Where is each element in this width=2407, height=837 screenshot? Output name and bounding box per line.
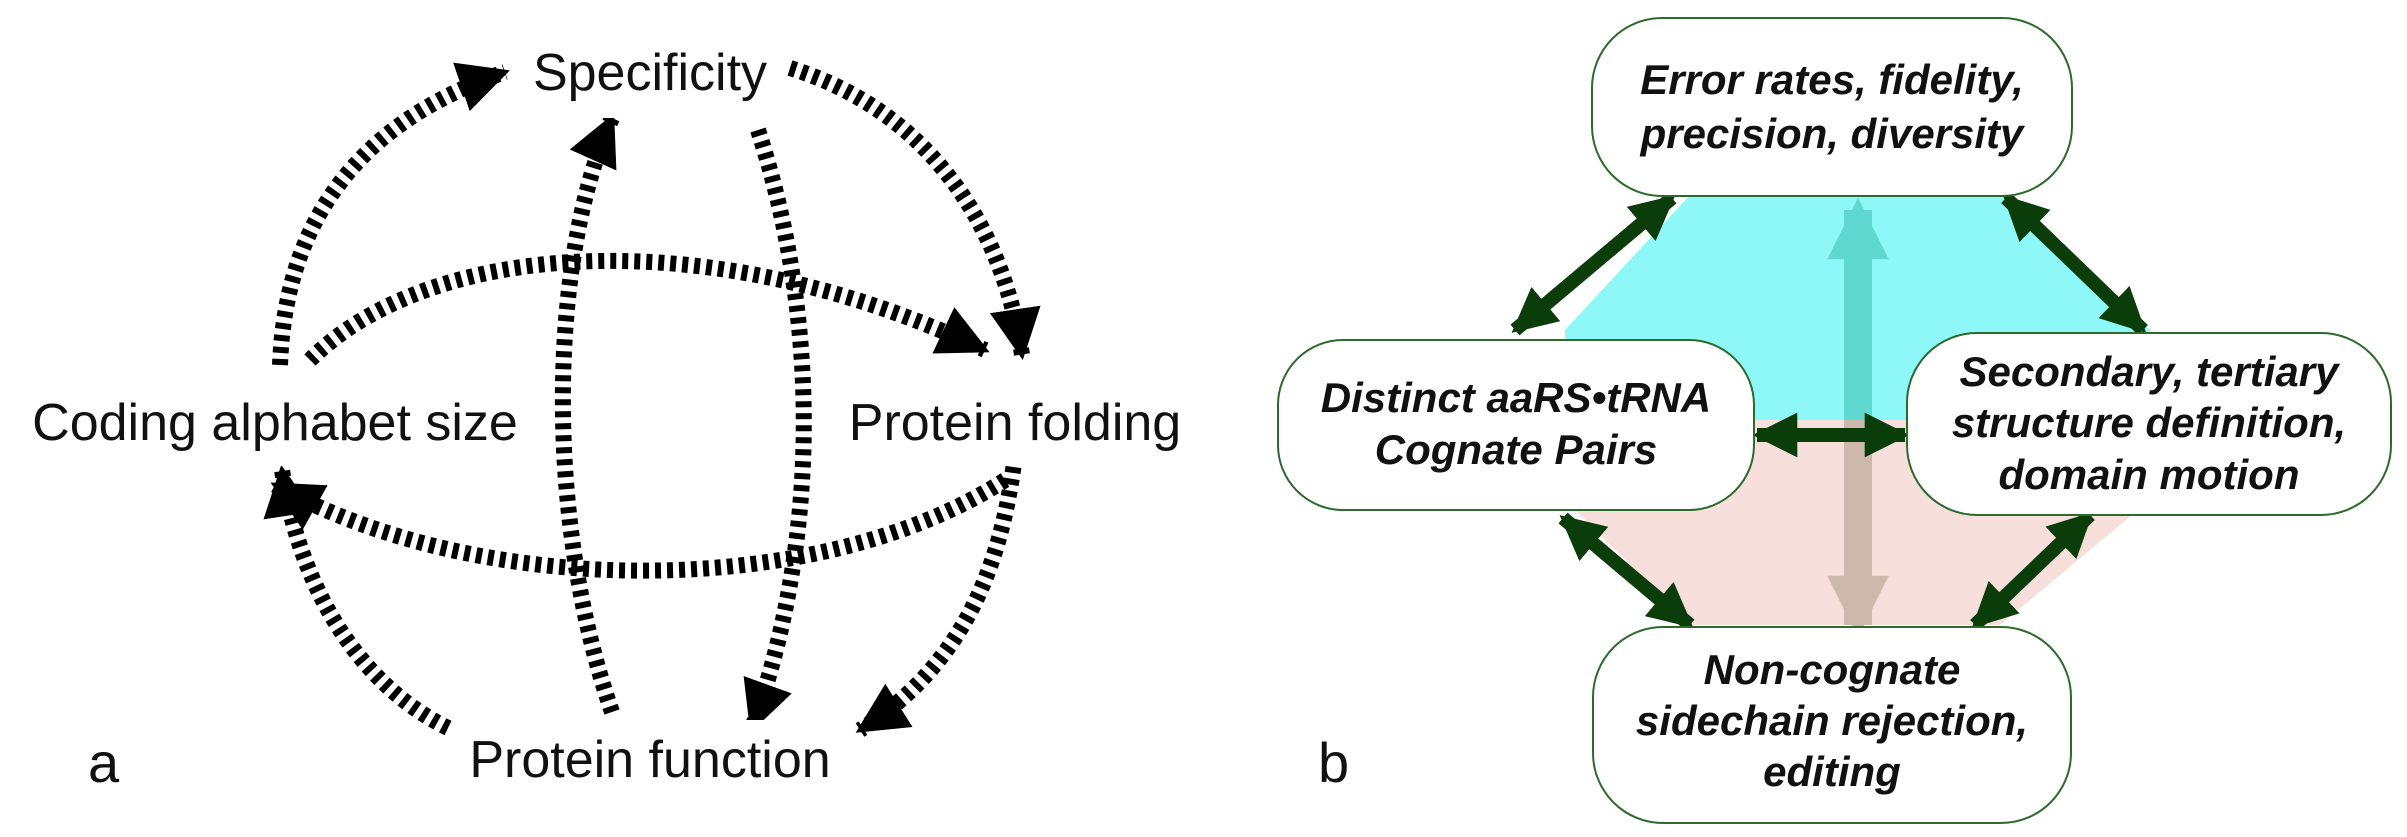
arrow-folding-to-function — [855, 454, 1023, 737]
arrow-coding-to-folding-inner — [304, 252, 990, 366]
arrow-specificity-to-folding — [787, 60, 1041, 361]
label-masks — [14, 30, 1190, 810]
arrow-error-structure — [2001, 192, 2148, 336]
arrow-error-aars — [1510, 192, 1677, 336]
dashed-arrows-panel-a — [263, 60, 1041, 737]
green-double-arrows — [1510, 192, 2148, 631]
coding-alphabet-size-label: Coding alphabet size — [32, 394, 518, 452]
protein-folding-label: Protein folding — [849, 394, 1181, 452]
structure-line-1: Secondary, tertiary — [1960, 348, 2342, 395]
error-rates-line-1: Error rates, fidelity, — [1640, 56, 2024, 103]
arrow-function-to-specificity-inner — [554, 113, 620, 715]
structure-box: Secondary, tertiary structure definition… — [1906, 332, 2392, 516]
panel-b: Error rates, fidelity, precision, divers… — [1277, 17, 2392, 824]
specificity-label: Specificity — [533, 44, 767, 102]
error-rates-line-2: precision, diversity — [1640, 110, 2026, 157]
structure-line-2: structure definition, — [1952, 399, 2346, 446]
panel-b-letter: b — [1318, 731, 1349, 794]
error-rates-box: Error rates, fidelity, precision, divers… — [1591, 17, 2073, 197]
aars-trna-box: Distinct aaRS•tRNA Cognate Pairs — [1277, 339, 1755, 511]
aars-trna-line-1: Distinct aaRS•tRNA — [1321, 374, 1711, 421]
rejection-box: Non-cognate sidechain rejection, editing — [1592, 626, 2072, 824]
arrow-function-to-coding — [263, 464, 452, 736]
arrow-specificity-to-function-inner — [743, 127, 812, 733]
arrow-folding-to-coding-inner — [270, 473, 1010, 579]
rejection-line-1: Non-cognate — [1704, 646, 1961, 693]
aars-trna-line-2: Cognate Pairs — [1375, 426, 1657, 473]
panel-a-letter: a — [88, 731, 120, 794]
rejection-line-2: sidechain rejection, — [1636, 697, 2028, 744]
arrow-coding-to-specificity — [272, 62, 510, 366]
panel-a: Specificity Coding alphabet size Protein… — [14, 30, 1190, 810]
arrow-structure-rejection — [1970, 509, 2095, 631]
arrow-aars-rejection — [1558, 512, 1695, 631]
protein-function-label: Protein function — [469, 731, 830, 789]
structure-line-3: domain motion — [1999, 451, 2300, 498]
rejection-line-3: editing — [1763, 748, 1901, 795]
